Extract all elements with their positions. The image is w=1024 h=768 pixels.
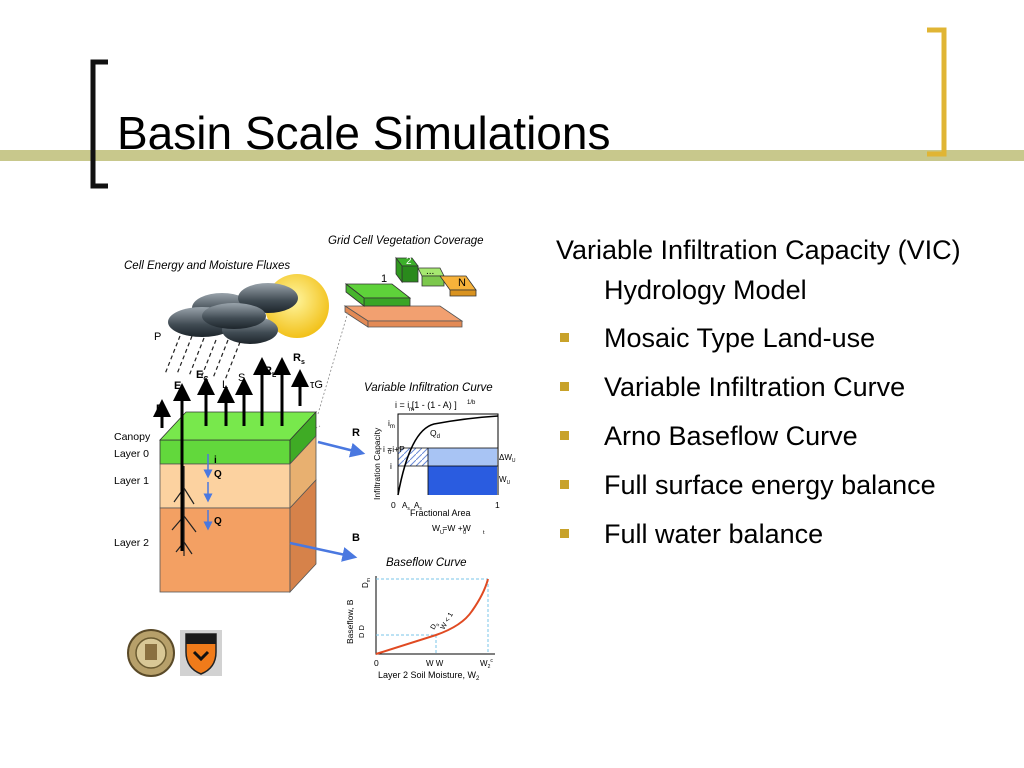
bullet-square-icon: [560, 382, 569, 391]
baseflow-b-label: B: [352, 532, 360, 544]
bullet-list: Variable Infiltration Capacity (VIC) Hyd…: [556, 230, 1016, 563]
baseflow-ylabel: Baseflow, B: [345, 599, 355, 644]
infiltration-i0-sub: 0: [388, 450, 392, 456]
left-bracket-dark: [90, 59, 108, 189]
flux-taug-label: τG: [310, 379, 323, 391]
list-item: Full water balance: [556, 514, 1016, 554]
list-item: Variable Infiltration Curve: [556, 367, 1016, 407]
water-balance-equation: W =W +W: [432, 523, 471, 533]
flux-i-label: i: [214, 455, 217, 466]
bullet-square-icon: [560, 480, 569, 489]
baseflow-dsdm-label: D D: [357, 625, 366, 639]
list-item: Arno Baseflow Curve: [556, 416, 1016, 456]
canopy-label: Canopy: [114, 431, 151, 443]
flux-e-label: E: [156, 403, 163, 415]
infiltration-plot: [397, 413, 499, 496]
baseflow-wsw2c: W W: [426, 659, 444, 668]
infiltration-xlabel: Fractional Area: [410, 508, 471, 518]
water-balance-sub-0: 0: [463, 530, 466, 536]
slide-title: Basin Scale Simulations: [117, 107, 611, 159]
vegetation-coverage-title: Grid Cell Vegetation Coverage: [328, 235, 484, 247]
infiltration-dwu: ΔWU: [499, 453, 516, 464]
tile-2-label: 2: [406, 256, 412, 267]
infiltration-qd: Qd: [430, 428, 440, 440]
equation-exp: 1/b: [467, 400, 476, 406]
energy-fluxes-title: Cell Energy and Moisture Fluxes: [124, 260, 290, 272]
bullet-square-icon: [560, 431, 569, 440]
vegetation-tiles: [343, 256, 477, 328]
infiltration-i0-label: i =i+P: [383, 444, 405, 454]
university-seal-logo: [127, 629, 175, 677]
flux-q1-label: Q: [214, 469, 222, 480]
flux-rs-label: Rs: [293, 352, 305, 366]
layer0-label: Layer 0: [114, 448, 149, 460]
baseflow-curve-title: Baseflow Curve: [386, 557, 467, 569]
soil-column: [159, 410, 317, 594]
infiltration-one: 1: [495, 500, 500, 510]
water-balance-sub-t: t: [483, 530, 485, 536]
runoff-arrow: [317, 440, 366, 458]
root-lines: [171, 466, 197, 556]
list-item: Mosaic Type Land-use: [556, 318, 1016, 358]
flux-rl-label: RL: [264, 365, 277, 379]
infiltration-curve-title: Variable Infiltration Curve: [364, 382, 493, 394]
tile-n-label: N: [458, 277, 466, 289]
bullet-square-icon: [560, 529, 569, 538]
infiltration-as: As: [402, 501, 410, 512]
flux-s-label: S: [238, 372, 245, 384]
infiltration-wu: WU: [499, 475, 511, 486]
princeton-shield-logo: [180, 630, 222, 676]
flux-q2-label: Q: [214, 516, 222, 527]
cloud-icon: [168, 283, 298, 344]
flux-et-label: Et: [174, 380, 184, 394]
flux-ec-label: EC: [196, 369, 208, 383]
water-balance-sub-u: U: [440, 530, 444, 536]
bullet-intro: Variable Infiltration Capacity (VIC) Hyd…: [556, 235, 961, 305]
bullet-square-icon: [560, 333, 569, 342]
flux-arrows: [153, 357, 309, 551]
infiltration-zero: 0: [391, 500, 396, 510]
infiltration-equation: i = i [1 - (1 - A) ]: [395, 400, 457, 410]
vic-model-diagram: Cell Energy and Moisture Fluxes Grid Cel…: [114, 235, 516, 682]
tile-1-label: 1: [381, 273, 387, 285]
tile-dots-label: ...: [426, 266, 434, 277]
baseflow-plot: [375, 576, 495, 655]
baseflow-xlabel: Layer 2 Soil Moisture, W2: [378, 670, 480, 682]
infiltration-i-label: i: [390, 461, 392, 471]
right-bracket-gold: [927, 27, 947, 157]
title-underline-bar: [0, 150, 1024, 161]
baseflow-ds-label: Ds: [430, 621, 442, 632]
infiltration-ylabel: Infiltration Capacity: [372, 427, 382, 500]
list-item: Full surface energy balance: [556, 465, 1016, 505]
layer2-label: Layer 2: [114, 537, 149, 549]
tile-n1-label: N+1: [421, 294, 440, 305]
flux-p-label: P: [154, 331, 161, 343]
baseflow-arrow: [289, 541, 358, 562]
infiltration-im-label: im: [388, 418, 395, 430]
baseflow-w2c: W2c: [480, 658, 493, 670]
equation-sub: m: [409, 407, 414, 413]
layer1-label: Layer 1: [114, 475, 149, 487]
flux-l-label: L: [222, 379, 228, 391]
infiltration-ad: As: [414, 501, 422, 512]
baseflow-dm-label: Dm: [361, 578, 372, 588]
runoff-r-label: R: [352, 427, 360, 439]
baseflow-zero: 0: [374, 658, 379, 668]
